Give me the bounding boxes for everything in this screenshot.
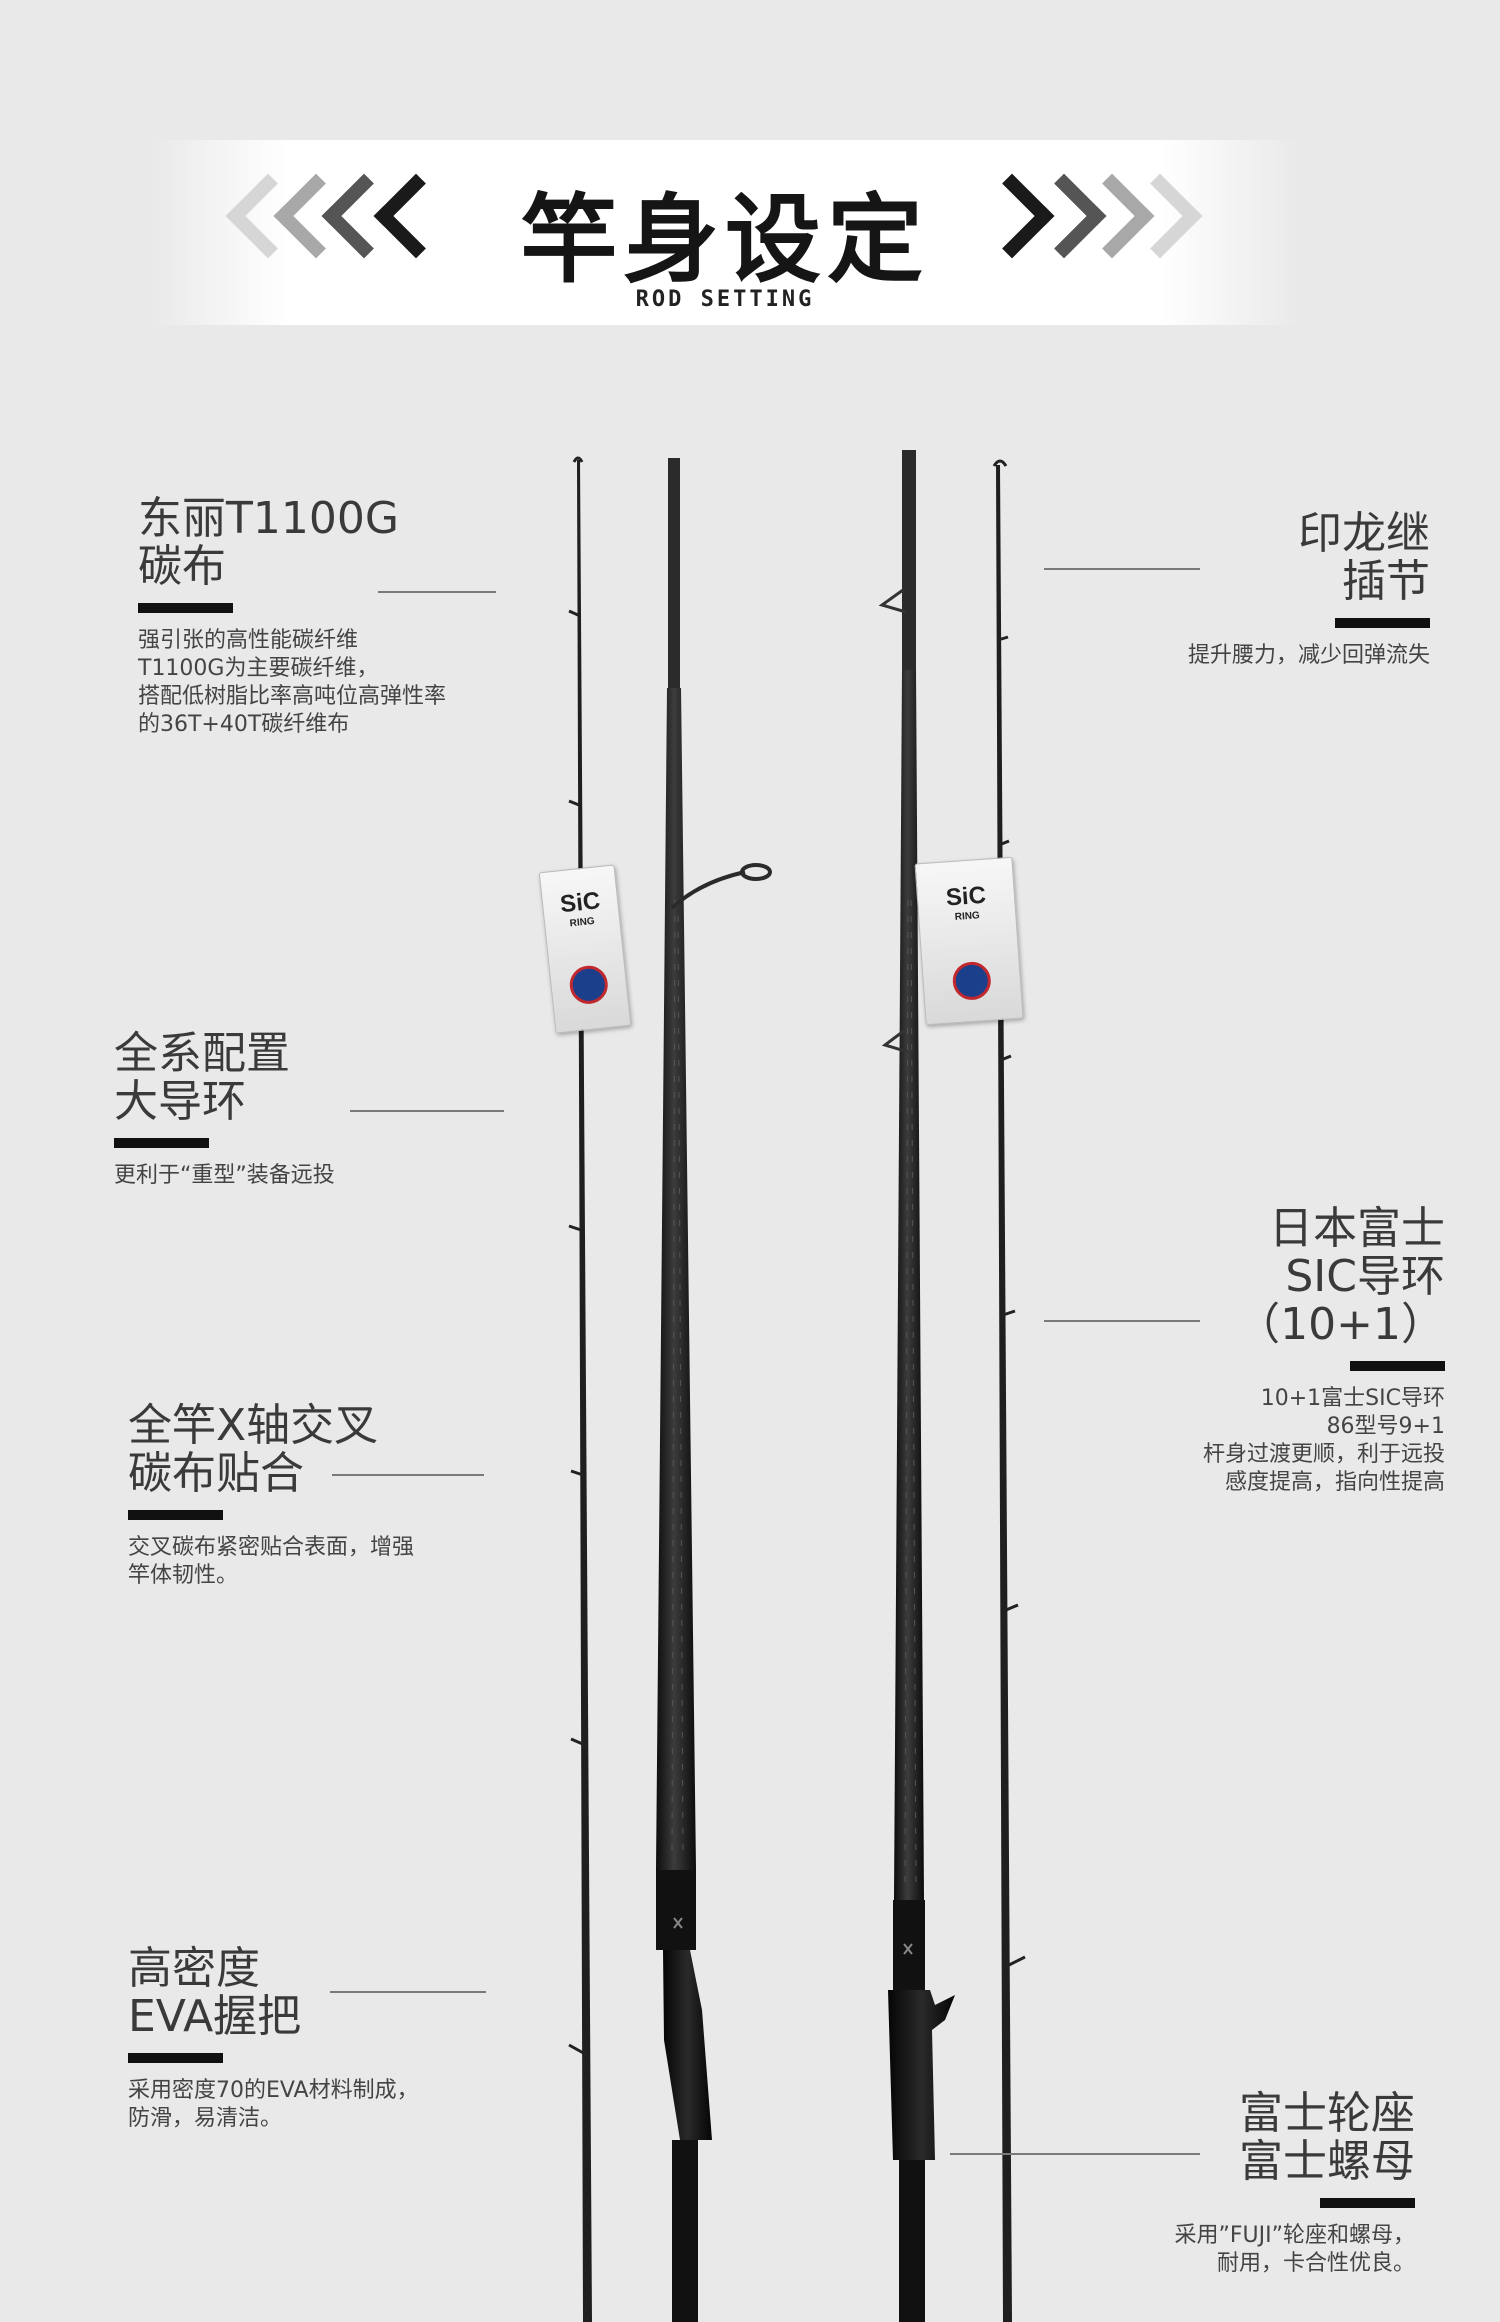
title-underline xyxy=(114,1138,209,1148)
title-underline xyxy=(128,1510,223,1520)
feature-description: 10+1富士SIC导环 86型号9+1 杆身过渡更顺，利于远投 感度提高，指向性… xyxy=(1202,1386,1445,1495)
title-underline xyxy=(138,603,233,613)
leader-line xyxy=(1044,1320,1200,1322)
feature-joint: 印龙继 插节 提升腰力，减少回弹流失 xyxy=(1060,510,1430,670)
feature-description: 强引张的高性能碳纤维 T1100G为主要碳纤维， 搭配低树脂比率高吨位高弹性率 … xyxy=(138,628,447,737)
feature-description: 提升腰力，减少回弹流失 xyxy=(1187,643,1430,668)
fuji-logo-icon xyxy=(951,960,993,1002)
feature-reel-seat: 富士轮座 富士螺母 采用”FUJI”轮座和螺母， 耐用，卡合性优良。 xyxy=(1060,2090,1415,2278)
feature-title: 日本富士 SIC导环 （10+1） xyxy=(1236,1203,1445,1350)
leader-line xyxy=(950,2153,1200,2155)
feature-description: 采用密度70的EVA材料制成， 防滑，易清洁。 xyxy=(128,2078,419,2131)
feature-title: 全竿X轴交叉 碳布贴合 xyxy=(128,1400,379,1499)
feature-x-axis-carbon: 全竿X轴交叉 碳布贴合 交叉碳布紧密贴合表面，增强 竿体韧性。 xyxy=(128,1402,548,1590)
rod-4-tip-section xyxy=(992,459,1012,2322)
leader-line xyxy=(332,1474,484,1476)
rod-4-guides-icon xyxy=(997,635,1026,1967)
feature-title: 印龙继 插节 xyxy=(1298,508,1430,607)
feature-description: 更利于“重型”装备远投 xyxy=(114,1163,335,1188)
header-banner: 竿身设定 ROD SETTING xyxy=(150,140,1300,325)
feature-description: 采用”FUJI”轮座和螺母， 耐用，卡合性优良。 xyxy=(1174,2223,1415,2276)
rod-1-guides-icon xyxy=(568,609,588,2057)
feature-title: 富士轮座 富士螺母 xyxy=(1239,2088,1415,2187)
page-title: 竿身设定 xyxy=(521,183,929,296)
leader-line xyxy=(330,1991,486,1993)
leader-line xyxy=(378,591,496,593)
sic-ring-tag: SiC RING xyxy=(914,856,1024,1026)
feature-fuji-sic-guides: 日本富士 SIC导环 （10+1） 10+1富士SIC导环 86型号9+1 杆身… xyxy=(1040,1205,1445,1497)
title-underline xyxy=(128,2053,223,2063)
feature-title: 全系配置 大导环 xyxy=(114,1028,290,1127)
title-underline xyxy=(1320,2198,1415,2208)
leader-line xyxy=(350,1110,504,1112)
feature-large-guides: 全系配置 大导环 更利于“重型”装备远投 xyxy=(114,1030,454,1190)
rod-3-casting-section xyxy=(888,450,955,2322)
feature-carbon-cloth: 东丽T1100G 碳布 强引张的高性能碳纤维 T1100G为主要碳纤维， 搭配低… xyxy=(138,495,538,739)
rod-1-tip-section xyxy=(572,456,592,2322)
rod-2-butt-section xyxy=(656,458,712,2322)
rod-3-guides-icon xyxy=(878,588,909,1054)
page-subtitle: ROD SETTING xyxy=(635,287,815,312)
feature-description: 交叉碳布紧密贴合表面，增强 竿体韧性。 xyxy=(128,1535,415,1588)
feature-eva-grip: 高密度 EVA握把 采用密度70的EVA材料制成， 防滑，易清洁。 xyxy=(128,1945,548,2133)
feature-title: 东丽T1100G 碳布 xyxy=(138,493,399,592)
leader-line xyxy=(1044,568,1200,570)
title-underline xyxy=(1350,1361,1445,1371)
fuji-logo-icon xyxy=(567,963,610,1006)
rod-2-large-guide-icon xyxy=(670,863,772,910)
title-underline xyxy=(1335,618,1430,628)
feature-title: 高密度 EVA握把 xyxy=(128,1943,302,2042)
